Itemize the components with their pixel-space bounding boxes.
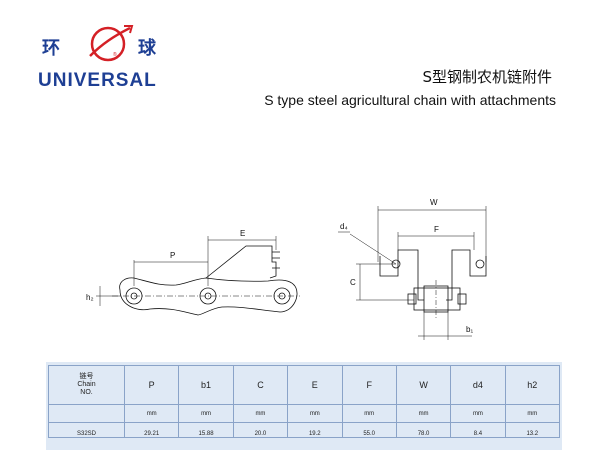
dim-label-h2: h₂: [86, 293, 94, 302]
chain-no-header: 链号 Chain NO.: [48, 365, 125, 405]
front-view: [338, 206, 487, 340]
brand-cn-right: 球: [138, 38, 156, 59]
page-title-cn: S型钢制农机链附件: [422, 68, 552, 86]
column-header: E: [287, 365, 343, 405]
dim-label-w: W: [430, 198, 438, 207]
unit-cell: mm: [232, 404, 289, 423]
dim-label-p: P: [170, 251, 175, 260]
chain-no-cell: S32SD: [48, 422, 125, 438]
value-cell: 15.88: [178, 422, 234, 438]
table-units-row: mm mm mm mm mm mm mm mm: [48, 404, 561, 423]
brand-cn-left: 环: [42, 38, 60, 59]
column-header: C: [232, 365, 289, 405]
dim-label-d4: d₄: [340, 222, 348, 231]
unit-cell: mm: [395, 404, 452, 423]
column-header: h2: [504, 365, 561, 405]
side-view: [96, 236, 300, 316]
unit-cell: mm: [504, 404, 561, 423]
value-cell: 20.0: [232, 422, 289, 438]
value-cell: 55.0: [341, 422, 397, 438]
value-cell: 19.2: [287, 422, 343, 438]
column-header: d4: [450, 365, 506, 405]
value-cell: 29.21: [123, 422, 180, 438]
value-cell: 78.0: [395, 422, 452, 438]
chain-no-header-no: NO.: [80, 389, 93, 396]
svg-text:®: ®: [113, 51, 117, 58]
chain-technical-drawing: P E h₂ W F d₄ C b₁: [86, 198, 487, 340]
chain-no-header-en: Chain: [77, 381, 96, 388]
column-header: P: [123, 365, 180, 405]
table-header-row: 链号 Chain NO. P b1 C E F W d4 h2: [48, 365, 561, 405]
dim-label-e: E: [240, 229, 245, 238]
dim-label-f: F: [434, 225, 439, 234]
unit-cell: mm: [123, 404, 180, 423]
chain-no-header-cn: 链号: [79, 373, 94, 380]
unit-cell: mm: [178, 404, 234, 423]
column-header: W: [395, 365, 452, 405]
value-cell: 13.2: [504, 422, 561, 438]
table-row: S32SD 29.21 15.88 20.0 19.2 55.0 78.0 8.…: [48, 422, 561, 438]
unit-cell: mm: [287, 404, 343, 423]
brand-logo: 环 ® 球 UNIVERSAL: [38, 22, 188, 92]
dim-label-c: C: [350, 278, 356, 287]
units-empty-cell: [48, 404, 125, 423]
column-header: F: [341, 365, 397, 405]
value-cell: 8.4: [450, 422, 506, 438]
column-header: b1: [178, 365, 234, 405]
unit-cell: mm: [341, 404, 397, 423]
spec-table: 链号 Chain NO. P b1 C E F W d4 h2 mm mm mm…: [48, 365, 561, 438]
unit-cell: mm: [450, 404, 506, 423]
brand-name: UNIVERSAL: [38, 70, 157, 91]
dim-label-b1: b₁: [466, 325, 473, 334]
globe-emblem-icon: ®: [89, 25, 134, 62]
page-title-en: S type steel agricultural chain with att…: [264, 92, 556, 108]
